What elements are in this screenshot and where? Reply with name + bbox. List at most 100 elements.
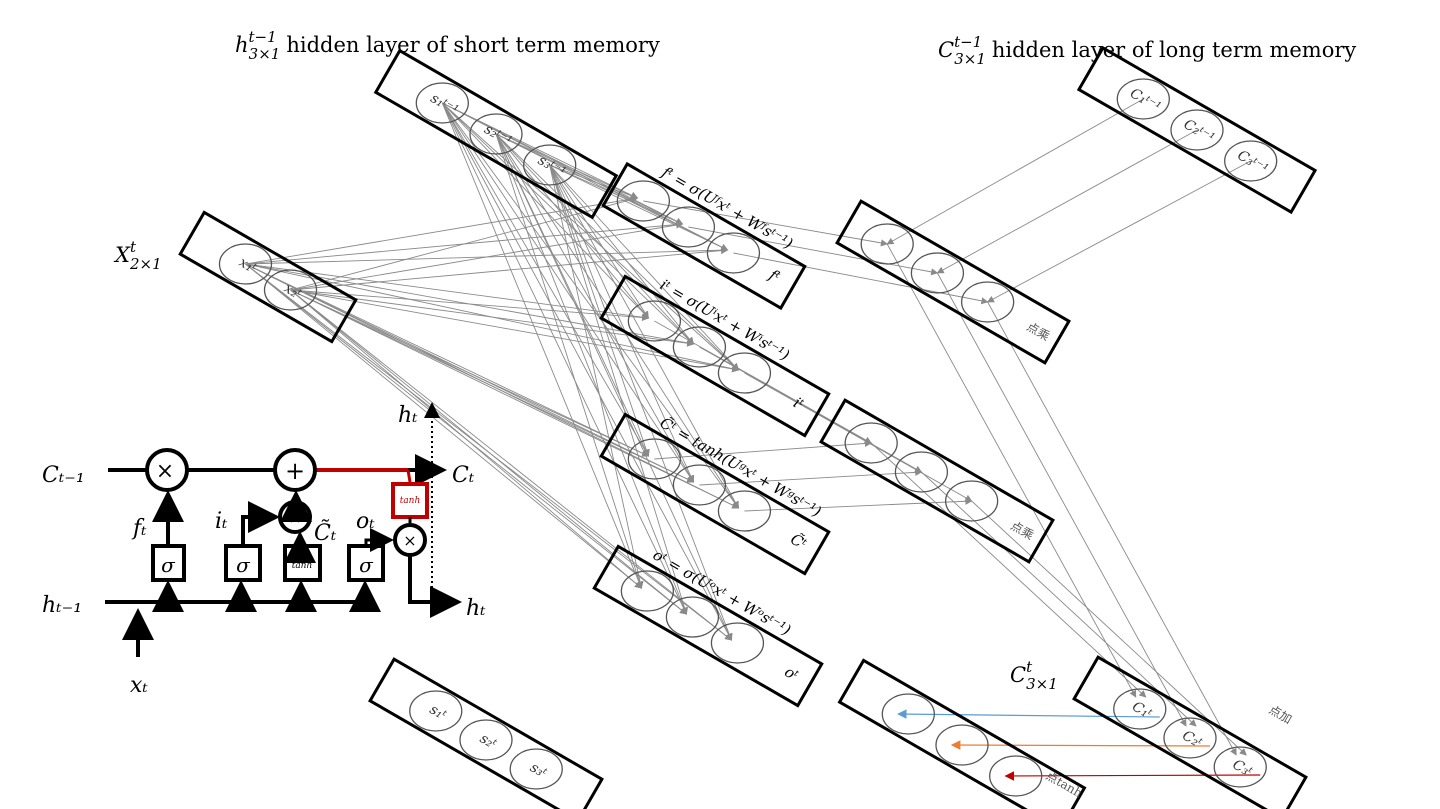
neuron-circle — [415, 82, 469, 124]
elementwise-connection — [886, 98, 1144, 245]
sigma-label: σ — [359, 553, 374, 577]
weight-connection — [495, 133, 688, 615]
box-outline — [1076, 45, 1318, 215]
neuron-circle — [935, 724, 989, 766]
weight-connection — [495, 133, 733, 641]
elementwise-connection — [654, 320, 872, 444]
c-prev-label: Cₜ₋₁ — [42, 463, 85, 488]
x-label: xₜ — [130, 673, 148, 698]
neuron-circle — [672, 326, 727, 368]
neuron-label: x₁ᵗ — [236, 254, 259, 277]
weight-connection — [495, 133, 643, 589]
gate-formula: C̃ᵗ = tanh(Uᵍxᵗ + Wᵍsᵗ⁻¹) — [657, 414, 825, 521]
neuron-label: C₁ᵗ — [1129, 699, 1155, 723]
neuron-label: x₂ᵗ — [281, 280, 304, 303]
neuron-circle — [717, 352, 772, 394]
weight-connection — [549, 164, 689, 615]
h-prev-label: hₜ₋₁ — [42, 593, 82, 618]
box-outline — [835, 199, 1071, 365]
neuron-circle — [860, 223, 914, 265]
neuron-circle — [665, 596, 720, 638]
add-connection — [937, 272, 1187, 727]
neuron-circle — [1163, 717, 1217, 759]
neuron-circle — [944, 480, 999, 522]
vector-box-m1: 点乘 — [835, 199, 1071, 365]
weight-connection — [549, 164, 740, 371]
weight-connection — [495, 133, 740, 371]
neuron-circle — [661, 206, 716, 248]
c-next-label: Cₜ — [452, 463, 475, 488]
box-outline — [599, 274, 831, 438]
weight-connection — [245, 195, 639, 265]
elementwise-connection — [744, 372, 973, 502]
weight-connection — [495, 133, 739, 509]
add-connection — [987, 301, 1237, 756]
neuron-circle — [1113, 688, 1167, 730]
neuron-circle — [894, 451, 949, 493]
weight-connection — [441, 102, 649, 457]
box-outline — [819, 398, 1055, 564]
add-connection — [921, 471, 1197, 727]
elementwise-connection — [936, 129, 1198, 274]
neuron-label: C₃ᵗ — [1230, 757, 1256, 781]
sigma-label: σ — [161, 553, 176, 577]
add-connection — [870, 442, 1147, 698]
neuron-circle — [1116, 78, 1170, 120]
neuron-circle — [960, 281, 1015, 323]
vector-box-g: C̃ᵗ C̃ᵗ = tanh(Uᵍxᵗ + Wᵍsᵗ⁻¹) — [599, 412, 831, 576]
neuron-circle — [989, 755, 1043, 797]
weight-connection — [549, 164, 729, 251]
h-next-label: hₜ — [466, 596, 486, 621]
neuron-circle — [1213, 746, 1267, 788]
neuron-circle — [1170, 109, 1224, 151]
neuron-label: s₂ᵗ — [477, 731, 500, 753]
vector-box-cp: C₁ᵗ⁻¹ C₂ᵗ⁻¹ C₃ᵗ⁻¹ — [1076, 45, 1318, 215]
box-end-label: fᵗ — [765, 265, 783, 286]
h-up-label: hₜ — [398, 403, 418, 428]
weight-connection — [549, 164, 649, 319]
lstm-cell — [105, 402, 462, 657]
weight-connection — [290, 196, 639, 291]
neuron-label: s₁ᵗ⁻¹ — [428, 90, 461, 118]
times-symbol: × — [403, 531, 416, 550]
add-connection — [971, 500, 1247, 756]
o-label: oₜ — [356, 509, 375, 534]
box-end-label: C̃ᵗ — [787, 530, 809, 553]
neuron-label: C₂ᵗ⁻¹ — [1181, 116, 1217, 146]
box-outline — [373, 48, 619, 220]
box-end-label: 点乘 — [1024, 319, 1052, 343]
elementwise-connection — [733, 252, 989, 305]
box-outline — [178, 210, 358, 344]
neuron-circle — [459, 719, 513, 761]
neuron-label: C₂ᵗ — [1179, 728, 1205, 752]
neuron-circle — [844, 422, 898, 464]
weight-connection — [290, 246, 729, 291]
neuron-circle — [523, 144, 577, 186]
neuron-label: C₁ᵗ⁻¹ — [1127, 85, 1163, 115]
neuron-circle — [881, 693, 935, 735]
weight-connection — [441, 102, 643, 589]
neuron-label: s₃ᵗ — [527, 760, 550, 782]
tanh-label: tanh — [292, 561, 313, 571]
neuron-circle — [616, 180, 671, 222]
neuron-circle — [469, 113, 523, 155]
vector-box-x: x₁ᵗ x₂ᵗ — [178, 210, 358, 344]
times-symbol: × — [288, 508, 301, 527]
neuron-label: C₃ᵗ⁻¹ — [1234, 147, 1270, 177]
weight-connection — [245, 263, 643, 589]
neuron-circle — [627, 300, 682, 342]
weight-connection — [290, 289, 733, 641]
weight-connection — [495, 133, 695, 345]
weight-connection — [442, 102, 740, 371]
weight-connection — [441, 102, 687, 615]
weight-connection — [549, 164, 644, 589]
plus-symbol: + — [285, 457, 305, 485]
weight-connection — [290, 289, 643, 589]
elementwise-connection — [688, 226, 939, 276]
weight-connection — [549, 164, 695, 483]
